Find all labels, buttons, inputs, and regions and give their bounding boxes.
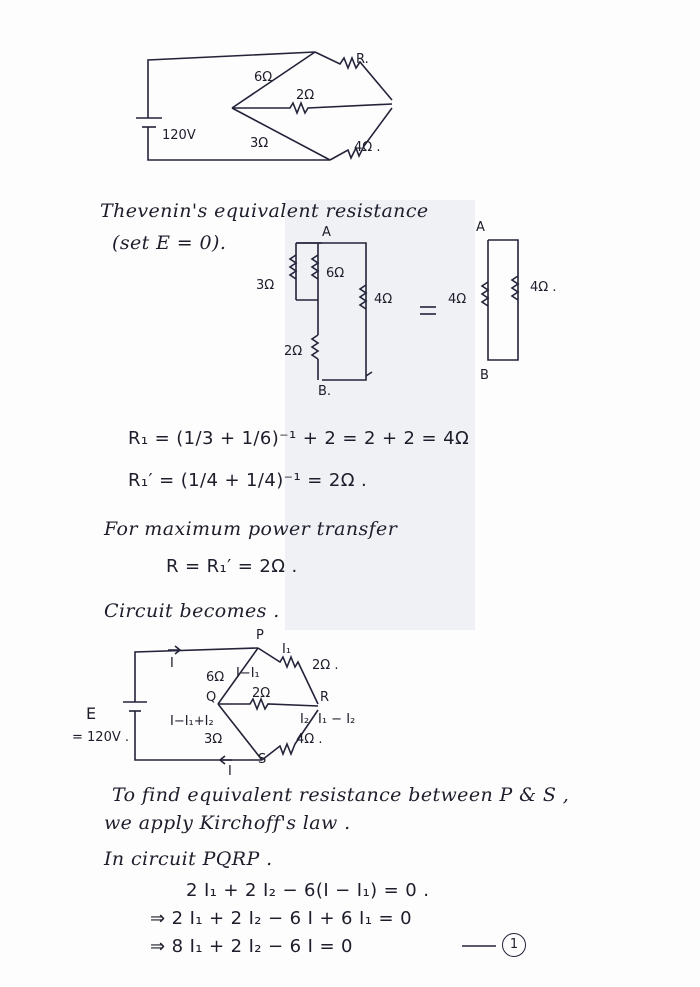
node-label-b: B. (318, 384, 332, 399)
node-label-b: B (480, 368, 489, 383)
resistor-label-6ohm: 6Ω (326, 266, 345, 281)
resistor-label-4ohm-right: 4Ω . (530, 280, 557, 295)
node-label-a: A (322, 225, 331, 240)
current-label-i1: I₁ (282, 642, 292, 657)
current-label-i-minus-i1: I−I₁ (236, 666, 260, 681)
resistor-label-6ohm: 6Ω (254, 70, 273, 85)
resistor-label-3ohm: 3Ω (204, 732, 223, 747)
circuit-becomes-heading: Circuit becomes . (104, 600, 280, 622)
resistor-label-6ohm: 6Ω (206, 670, 225, 685)
set-e-zero-note: (set E = 0). (112, 232, 227, 254)
node-label-a: A (476, 220, 485, 235)
resistor-label-2ohm-mid: 2Ω (252, 686, 271, 701)
source-label-e: E (86, 704, 97, 723)
max-power-heading: For maximum power transfer (104, 518, 398, 540)
current-label-i-bottom: I (228, 764, 232, 779)
equation-r1: R₁ = (1/3 + 1/6)⁻¹ + 2 = 2 + 2 = 4Ω (128, 428, 470, 449)
resistor-label-3ohm: 3Ω (256, 278, 275, 293)
thevenin-heading: Thevenin's equivalent resistance (100, 200, 429, 222)
resistor-label-4ohm: 4Ω (374, 292, 393, 307)
resistor-label-4ohm-left: 4Ω (448, 292, 467, 307)
node-label-r: R (320, 690, 330, 705)
equation-kvl-3: ⇒ 8 I₁ + 2 I₂ − 6 I = 0 (150, 936, 353, 957)
current-label-i-top: I (170, 656, 174, 671)
in-circuit-pqrp: In circuit PQRP . (104, 848, 273, 870)
source-label-e-value: = 120V . (72, 730, 129, 745)
find-equivalent-line-2: we apply Kirchoff's law . (104, 812, 351, 834)
find-equivalent-line-1: To find equivalent resistance between P … (112, 784, 570, 806)
current-label-i-combo: I−I₁+I₂ (170, 714, 214, 729)
source-label-120v: 120V (162, 128, 196, 143)
equation-number-badge: 1 (502, 933, 526, 957)
node-label-p: P (256, 628, 264, 643)
current-label-i1-minus-i2: I₁ − I₂ (318, 712, 356, 727)
node-label-q: Q (206, 690, 217, 705)
equation-r-equals-r1-prime: R = R₁′ = 2Ω . (166, 556, 298, 577)
resistor-label-3ohm: 3Ω (250, 136, 269, 151)
node-label-s: S (258, 752, 267, 767)
resistor-label-4ohm: 4Ω . (354, 140, 381, 155)
resistor-label-r: R. (356, 52, 369, 67)
equation-kvl-2: ⇒ 2 I₁ + 2 I₂ − 6 I + 6 I₁ = 0 (150, 908, 412, 929)
resistor-label-2ohm: 2Ω (296, 88, 315, 103)
resistor-label-2ohm-top: 2Ω . (312, 658, 339, 673)
equation-r1-prime: R₁′ = (1/4 + 1/4)⁻¹ = 2Ω . (128, 470, 368, 491)
equation-kvl-1: 2 I₁ + 2 I₂ − 6(I − I₁) = 0 . (186, 880, 430, 901)
resistor-label-4ohm: 4Ω . (296, 732, 323, 747)
resistor-label-2ohm: 2Ω (284, 344, 303, 359)
current-label-i2: I₂ (300, 712, 310, 727)
